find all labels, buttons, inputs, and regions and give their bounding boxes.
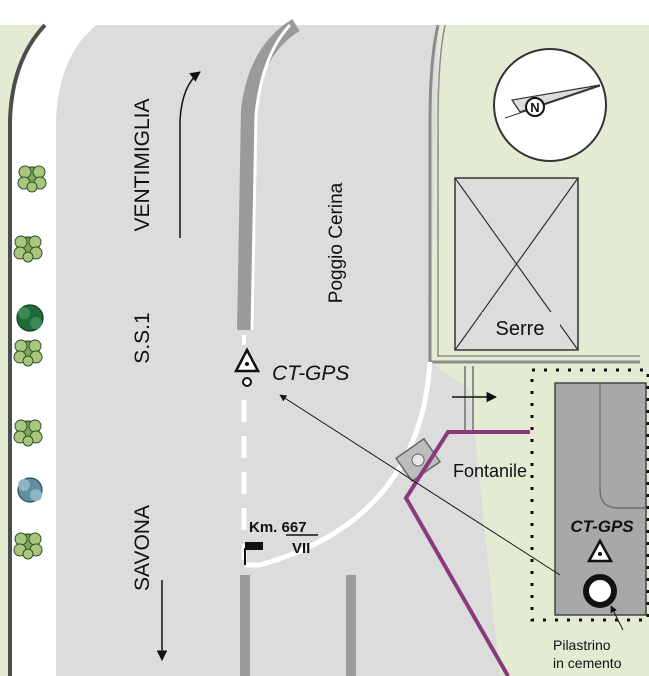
greenhouse-building: Serre [454, 177, 579, 351]
leader-line [279, 394, 561, 576]
side-road-curb [428, 24, 640, 364]
survey-triangle-icon [233, 347, 261, 387]
median-strip [237, 19, 300, 331]
curb-sidewalk [54, 24, 96, 676]
station-label-road: CT-GPS [272, 362, 349, 385]
side-road-label: Poggio Cerina [326, 182, 347, 303]
pillar-note-line-1: Pilastrino [553, 637, 611, 653]
km-label: Km. 667 [249, 519, 307, 536]
tree-icon [16, 304, 44, 332]
survey-triangle-icon [586, 538, 614, 563]
tree-row [13, 165, 47, 560]
direction-north-label: VENTIMIGLIA [131, 98, 154, 231]
tree-icon [13, 235, 43, 263]
tree-icon [13, 419, 43, 447]
junction-corner [245, 361, 433, 568]
pillar-note-line-2: in cemento [553, 655, 622, 671]
road-name-label: S.S.1 [131, 312, 154, 363]
property-boundary [403, 430, 530, 676]
building-label: Serre [496, 318, 545, 340]
compass-north-letter: N [530, 100, 539, 115]
tree-icon [13, 532, 43, 560]
arrow-icon [179, 71, 201, 238]
tree-icon [13, 339, 43, 367]
tree-icon [17, 477, 43, 503]
curb-left [8, 23, 47, 676]
fountain-icon [394, 437, 442, 483]
fountain-label: Fontanile [453, 461, 527, 481]
compass-icon: N [493, 48, 607, 162]
inset-enclosure: CT-GPS [530, 368, 649, 622]
pillar-icon [583, 574, 617, 608]
station-label-inset: CT-GPS [570, 517, 634, 536]
tree-icon [17, 165, 47, 193]
direction-south-label: SAVONA [131, 505, 154, 591]
km-section-label: VII [292, 540, 310, 557]
lane-separator-right [346, 575, 356, 676]
km-marker: Km. 667 VII [244, 519, 318, 565]
leader-line [610, 605, 624, 631]
lane-separator-left [240, 575, 250, 676]
